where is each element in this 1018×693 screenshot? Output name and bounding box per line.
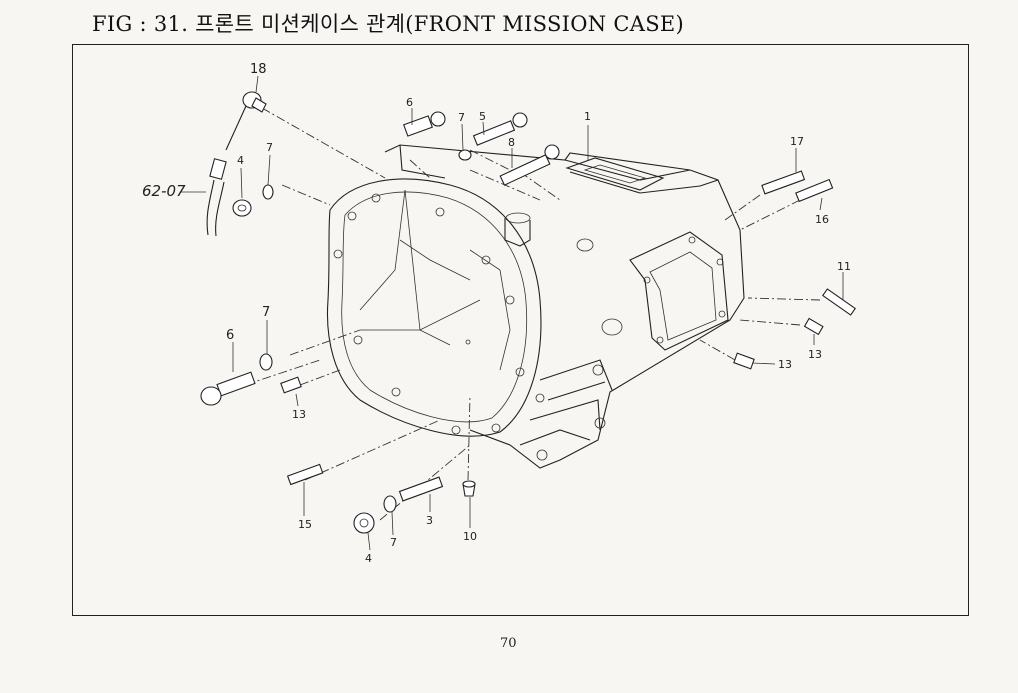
callout-13-lower-right: 13	[778, 358, 792, 371]
front-mission-case	[326, 144, 745, 469]
callout-3: 3	[426, 514, 433, 527]
callout-5: 5	[479, 110, 486, 123]
callout-4-bottom: 4	[365, 552, 372, 565]
diagram-frame	[72, 44, 969, 616]
callout-18: 18	[250, 62, 267, 77]
plug-part-10	[462, 480, 476, 497]
callout-7-top: 7	[458, 111, 465, 124]
callout-16: 16	[815, 213, 829, 226]
elbow-fitting-part-18	[225, 91, 267, 151]
washer-part-7-upper-left	[262, 184, 274, 200]
callout-6-top: 6	[406, 96, 413, 109]
callout-13-right: 13	[808, 348, 822, 361]
pin-part-13-left	[280, 376, 302, 394]
callout-8: 8	[508, 136, 515, 149]
nut-part-4-bottom	[353, 512, 375, 534]
callout-7-bottom: 7	[390, 536, 397, 549]
callout-leaders	[180, 75, 844, 551]
callout-labels: 1 18 6 7 5 8 4 7 17 16 11 13 13 6 7 13 1…	[142, 62, 851, 565]
pin-part-13-right	[803, 317, 824, 336]
bolt-part-6-top	[403, 111, 446, 137]
handwritten-reference: 62-07	[142, 182, 186, 200]
stud-part-3	[398, 476, 444, 502]
callout-4-upper: 4	[237, 154, 244, 167]
bolt-part-8	[499, 144, 560, 186]
stud-part-11	[822, 288, 856, 316]
washer-part-7-bottom	[383, 495, 397, 513]
leader-lines	[229, 107, 821, 521]
figure-title: FIG : 31. 프론트 미션케이스 관계(FRONT MISSION CAS…	[92, 12, 685, 36]
callout-7-left: 7	[262, 305, 270, 320]
stud-part-16	[795, 178, 834, 203]
callout-1: 1	[584, 110, 591, 123]
stud-part-17	[761, 170, 806, 195]
callout-6-left: 6	[226, 328, 234, 343]
callout-7-upper-left: 7	[266, 141, 273, 154]
stud-part-15	[286, 463, 324, 486]
bolt-part-5	[472, 112, 528, 146]
callout-15: 15	[298, 518, 312, 531]
page-number: 70	[500, 636, 517, 651]
callout-11: 11	[837, 260, 851, 273]
nut-part-4	[232, 199, 252, 217]
callout-10: 10	[463, 530, 477, 543]
callout-17: 17	[790, 135, 804, 148]
pin-part-13-lower-right	[733, 352, 755, 370]
washer-part-7-left	[259, 353, 273, 371]
bolt-part-6-left	[200, 371, 256, 406]
hose-assembly	[206, 158, 227, 237]
callout-13-left: 13	[292, 408, 306, 421]
washer-part-7-top	[458, 149, 472, 161]
